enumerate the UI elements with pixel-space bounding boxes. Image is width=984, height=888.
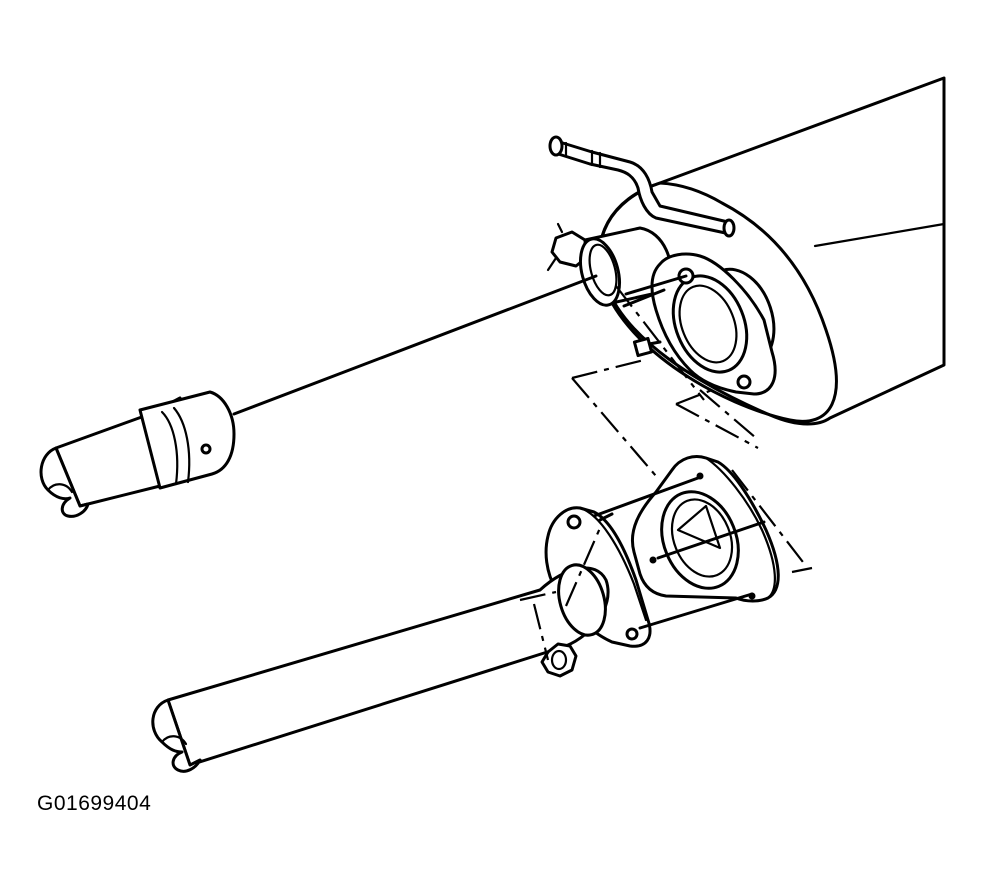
figure-code: G01699404 <box>37 792 152 815</box>
flange-gasket <box>632 457 778 602</box>
oxygen-sensor-pipe <box>550 137 734 236</box>
outlet-flange <box>624 254 775 394</box>
tailpipe <box>41 276 596 516</box>
flange-stud <box>594 472 764 629</box>
alignment-lines <box>520 286 812 660</box>
flange-nut <box>542 644 576 676</box>
hanger-clamp <box>548 224 586 270</box>
exhaust-pipe <box>153 559 613 771</box>
muffler-inlet-pipe <box>574 228 672 310</box>
